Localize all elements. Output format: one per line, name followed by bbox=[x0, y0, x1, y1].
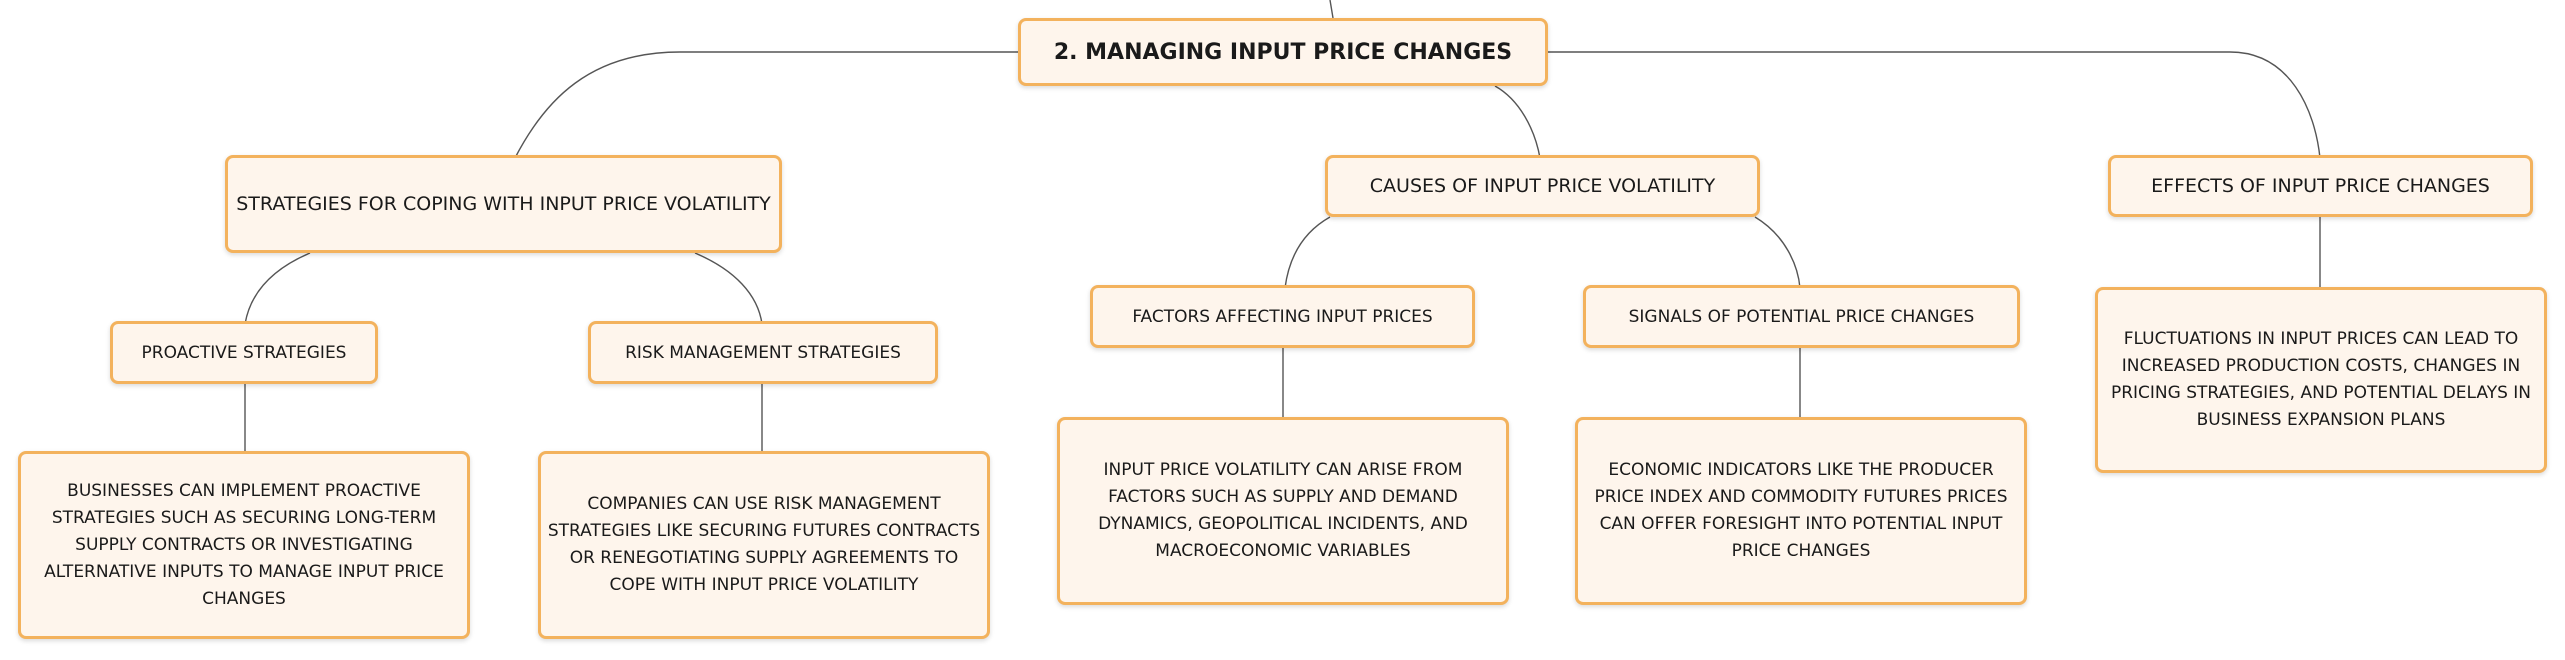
factors-detail-text: INPUT PRICE VOLATILITY CAN ARISE FROM FA… bbox=[1098, 460, 1468, 561]
causes-node[interactable]: CAUSES OF INPUT PRICE VOLATILITY bbox=[1325, 155, 1760, 217]
signals-node[interactable]: SIGNALS OF POTENTIAL PRICE CHANGES bbox=[1583, 285, 2020, 348]
risk-detail-text: COMPANIES CAN USE RISK MANAGEMENT STRATE… bbox=[547, 494, 981, 595]
proactive-detail-text: BUSINESSES CAN IMPLEMENT PROACTIVE STRAT… bbox=[44, 480, 444, 609]
link-strategies-proactive bbox=[244, 252, 311, 325]
signals-label: SIGNALS OF POTENTIAL PRICE CHANGES bbox=[1628, 306, 1975, 327]
causes-label: CAUSES OF INPUT PRICE VOLATILITY bbox=[1369, 175, 1716, 197]
effects-label: EFFECTS OF INPUT PRICE CHANGES bbox=[2151, 175, 2490, 197]
link-causes-factors bbox=[1284, 216, 1331, 289]
risk-node[interactable]: RISK MANAGEMENT STRATEGIES bbox=[588, 321, 938, 384]
link-parent-root bbox=[1329, 0, 1334, 19]
link-strategies-risk bbox=[694, 252, 763, 325]
link-root-effects bbox=[1548, 51, 2321, 159]
link-causes-signals bbox=[1754, 216, 1801, 289]
effects-detail-node[interactable]: FLUCTUATIONS IN INPUT PRICES CAN LEAD TO… bbox=[2095, 287, 2547, 473]
factors-label: FACTORS AFFECTING INPUT PRICES bbox=[1132, 306, 1433, 327]
factors-node[interactable]: FACTORS AFFECTING INPUT PRICES bbox=[1090, 285, 1475, 348]
proactive-label: PROACTIVE STRATEGIES bbox=[141, 342, 347, 363]
root-node[interactable]: 2. MANAGING INPUT PRICE CHANGES bbox=[1018, 18, 1548, 86]
proactive-detail-node[interactable]: BUSINESSES CAN IMPLEMENT PROACTIVE STRAT… bbox=[18, 451, 470, 639]
signals-detail-text: ECONOMIC INDICATORS LIKE THE PRODUCER PR… bbox=[1594, 460, 2008, 561]
strategies-node[interactable]: STRATEGIES FOR COPING WITH INPUT PRICE V… bbox=[225, 155, 782, 253]
link-root-strategies bbox=[514, 51, 1018, 159]
link-root-causes bbox=[1494, 85, 1541, 159]
signals-detail-node[interactable]: ECONOMIC INDICATORS LIKE THE PRODUCER PR… bbox=[1575, 417, 2027, 605]
effects-detail-text: FLUCTUATIONS IN INPUT PRICES CAN LEAD TO… bbox=[2110, 329, 2532, 430]
factors-detail-node[interactable]: INPUT PRICE VOLATILITY CAN ARISE FROM FA… bbox=[1057, 417, 1509, 605]
proactive-node[interactable]: PROACTIVE STRATEGIES bbox=[110, 321, 378, 384]
root-label: 2. MANAGING INPUT PRICE CHANGES bbox=[1053, 39, 1513, 65]
effects-node[interactable]: EFFECTS OF INPUT PRICE CHANGES bbox=[2108, 155, 2533, 217]
strategies-label: STRATEGIES FOR COPING WITH INPUT PRICE V… bbox=[236, 193, 771, 215]
risk-label: RISK MANAGEMENT STRATEGIES bbox=[625, 342, 901, 363]
risk-detail-node[interactable]: COMPANIES CAN USE RISK MANAGEMENT STRATE… bbox=[538, 451, 990, 639]
